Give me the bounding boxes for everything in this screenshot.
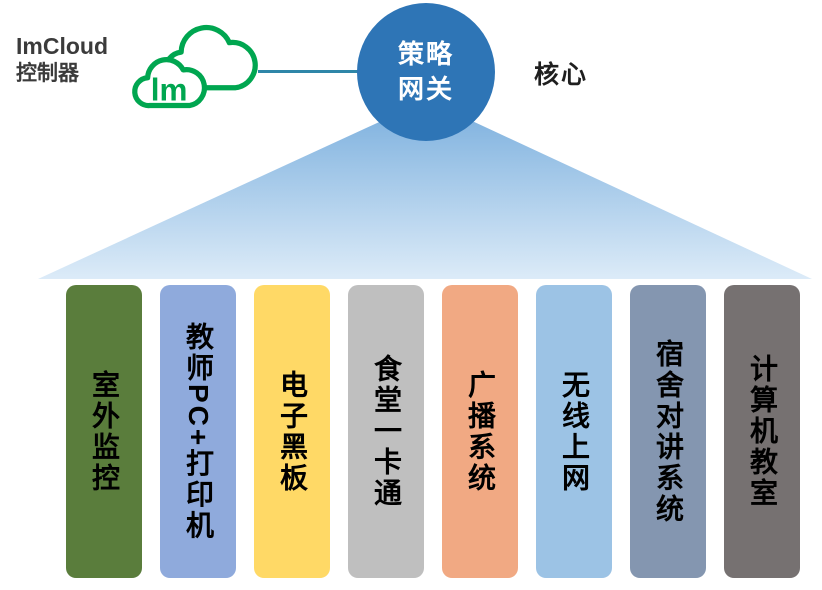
connector-line <box>258 70 360 73</box>
pillar-row: 室外监控 教师PC+打印机 电子黑板 食堂一卡通 广播系统 无线上网 宿舍对讲系… <box>66 285 802 578</box>
pillar-dorm-intercom: 宿舍对讲系统 <box>630 285 706 578</box>
core-label: 核心 <box>534 61 589 89</box>
pillar-label: 食堂一卡通 <box>371 354 402 509</box>
pillar-canteen-card: 食堂一卡通 <box>348 285 424 578</box>
cloud-front-shape <box>132 57 208 109</box>
pillar-computer-classroom: 计算机教室 <box>724 285 800 578</box>
pillar-electronic-blackboard: 电子黑板 <box>254 285 330 578</box>
fan-triangle-shape <box>38 100 812 279</box>
cloud-logo-text: lm <box>151 72 188 107</box>
pillar-label: 宿舍对讲系统 <box>653 338 684 525</box>
gateway-label-line2: 网关 <box>397 74 454 104</box>
pillar-label: 无线上网 <box>559 369 590 494</box>
pillar-label: 教师PC+打印机 <box>183 321 214 542</box>
pillar-label: 室外监控 <box>89 369 120 494</box>
imcloud-controller-label: ImCloud 控制器 <box>16 32 108 87</box>
pillar-label: 电子黑板 <box>277 369 308 494</box>
cloud-icon: lm <box>132 24 258 109</box>
pillar-outdoor-monitoring: 室外监控 <box>66 285 142 578</box>
pillar-label: 计算机教室 <box>747 354 778 509</box>
gateway-label-line1: 策略 <box>397 38 454 69</box>
imcloud-subtitle: 控制器 <box>16 61 79 85</box>
pillar-label: 广播系统 <box>465 369 496 494</box>
policy-gateway-node: 策略 网关 <box>357 3 495 141</box>
pillar-broadcast-system: 广播系统 <box>442 285 518 578</box>
pillar-teacher-pc-printer: 教师PC+打印机 <box>160 285 236 578</box>
fan-triangle <box>38 100 812 279</box>
imcloud-title: ImCloud <box>16 33 108 59</box>
pillar-wireless-internet: 无线上网 <box>536 285 612 578</box>
